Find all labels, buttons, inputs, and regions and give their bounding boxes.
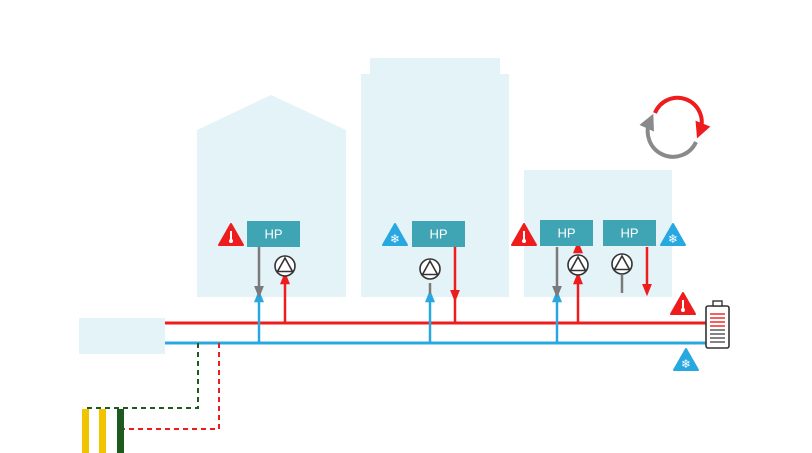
snowflake-warning-icon: ❄ bbox=[382, 223, 408, 246]
svg-text:❄: ❄ bbox=[390, 232, 400, 246]
heat-pump-2: HP bbox=[412, 221, 465, 247]
building-pitched-roof bbox=[197, 95, 346, 297]
heat-pump-3: HP bbox=[540, 220, 593, 246]
thermal-storage-battery-icon bbox=[705, 300, 730, 349]
circulation-pump-icon bbox=[419, 258, 441, 280]
svg-text:HP: HP bbox=[620, 226, 638, 241]
thermometer-warning-icon bbox=[670, 292, 696, 315]
thermometer-warning-icon bbox=[511, 223, 537, 246]
cycle-arrows-icon bbox=[639, 95, 711, 159]
circulation-pump-icon bbox=[567, 254, 589, 276]
circulation-pump-icon bbox=[611, 253, 633, 275]
svg-text:HP: HP bbox=[557, 226, 575, 241]
borehole-probe bbox=[99, 409, 106, 453]
svg-text:HP: HP bbox=[264, 227, 282, 242]
thermometer-warning-icon bbox=[218, 223, 244, 246]
svg-text:❄: ❄ bbox=[681, 357, 691, 371]
circulation-pump-icon bbox=[274, 255, 296, 277]
borehole-probe bbox=[117, 409, 124, 453]
svg-text:HP: HP bbox=[429, 227, 447, 242]
snowflake-warning-icon: ❄ bbox=[660, 223, 686, 246]
borehole-probe bbox=[82, 409, 89, 453]
heat-pump-4: HP bbox=[603, 220, 656, 246]
source-plant-box bbox=[79, 318, 165, 354]
ground-loop-hot bbox=[124, 343, 220, 430]
snowflake-warning-icon: ❄ bbox=[673, 348, 699, 371]
svg-text:❄: ❄ bbox=[668, 232, 678, 246]
heat-pump-1: HP bbox=[247, 221, 300, 247]
ground-loop-cold bbox=[84, 343, 199, 409]
